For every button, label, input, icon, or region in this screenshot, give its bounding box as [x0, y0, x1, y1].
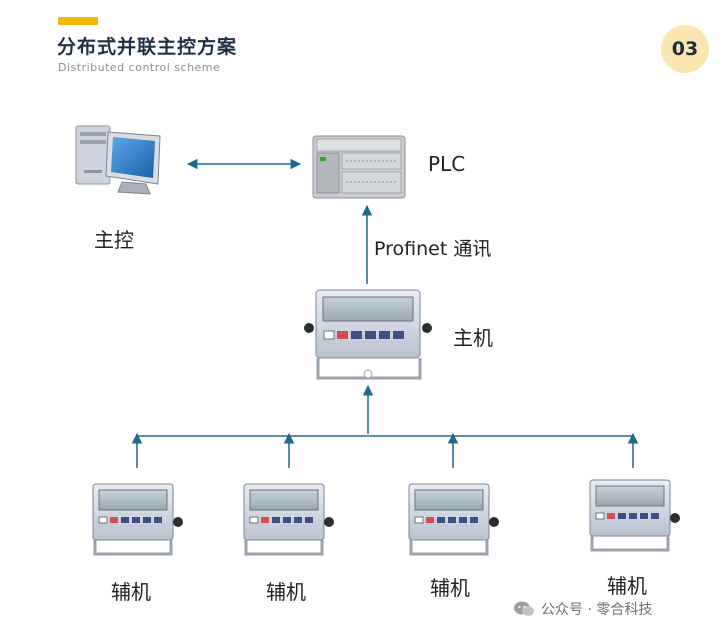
- aux-label-1: 辅机: [111, 580, 151, 604]
- page-title: 分布式并联主控方案: [57, 36, 238, 58]
- accent-bar: [58, 17, 98, 25]
- aux-indicator-icon-1: [92, 483, 183, 556]
- page-subtitle: Distributed control scheme: [58, 61, 221, 74]
- aux-indicator-icon-4: [589, 479, 680, 552]
- aux-indicator-icon-2: [243, 483, 334, 556]
- watermark-text: 公众号 · 零合科技: [541, 602, 653, 618]
- page-number-badge: 03: [661, 25, 709, 73]
- computer-icon: [75, 125, 161, 195]
- watermark: 公众号 · 零合科技: [513, 599, 652, 619]
- wechat-icon: [514, 601, 534, 616]
- host-label: 主机: [453, 326, 493, 350]
- plc-label: PLC: [428, 152, 466, 176]
- aux-label-2: 辅机: [266, 580, 306, 604]
- aux-label-4: 辅机: [607, 574, 647, 598]
- master-pc-label: 主控: [94, 228, 134, 252]
- aux-label-3: 辅机: [430, 576, 470, 600]
- aux-indicator-icon-3: [408, 483, 499, 556]
- profinet-link-label: Profinet 通讯: [374, 238, 492, 260]
- host-indicator-icon: [304, 289, 432, 380]
- plc-icon: [312, 135, 406, 199]
